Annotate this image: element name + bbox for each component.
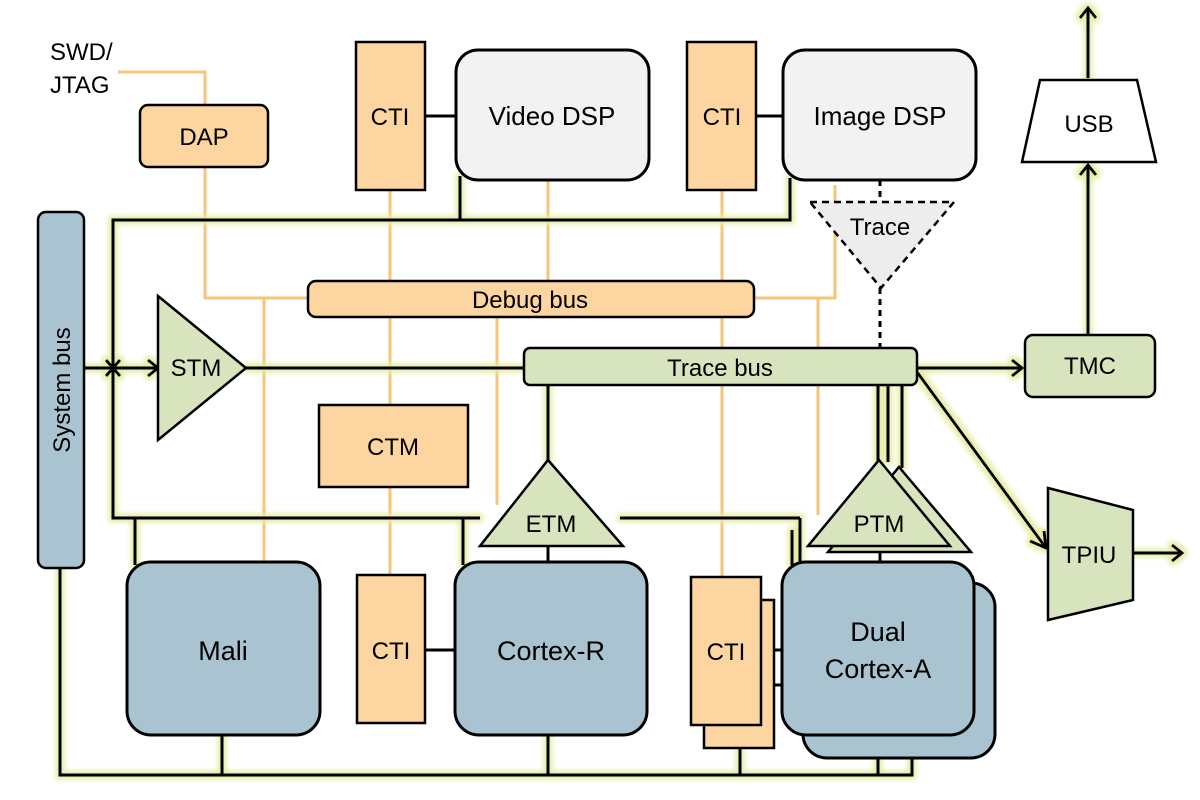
cti-cortex-a-block: CTI — [689, 575, 776, 750]
usb-block: USB — [1020, 78, 1158, 164]
dap-block: DAP — [138, 103, 270, 169]
cortex-r-label: Cortex-R — [497, 636, 605, 666]
system-bus: System bus — [36, 210, 86, 570]
cti-cortex-r-block: CTI — [355, 573, 427, 725]
trace-funnel: Trace — [807, 200, 957, 290]
ptm-label: PTM — [854, 511, 905, 538]
cti-video-label: CTI — [371, 104, 410, 131]
trace-bus: Trace bus — [522, 346, 919, 387]
etm-label: ETM — [526, 511, 577, 538]
cti-image-label: CTI — [703, 104, 742, 131]
debug-bus-label: Debug bus — [472, 287, 588, 314]
swd-label: SWD/ — [50, 39, 113, 66]
video-dsp-label: Video DSP — [489, 101, 616, 131]
trace-bus-label: Trace bus — [667, 355, 773, 382]
mali-block: Mali — [125, 560, 322, 737]
etm-block: ETM — [477, 458, 626, 548]
cortex-r-block: Cortex-R — [453, 560, 649, 737]
ptm-block: PTM — [805, 458, 974, 554]
cti-cortex-r-label: CTI — [372, 638, 411, 665]
tmc-block: TMC — [1023, 333, 1157, 399]
debug-bus: Debug bus — [306, 279, 756, 319]
mali-label: Mali — [198, 636, 248, 666]
video-dsp-block: Video DSP — [454, 48, 651, 182]
usb-label: USB — [1064, 111, 1113, 138]
ctm-block: CTM — [317, 403, 470, 489]
jtag-label: JTAG — [50, 72, 110, 99]
dual-cortex-a-label-line2: Cortex-A — [825, 654, 932, 684]
tmc-label: TMC — [1064, 353, 1116, 380]
tpiu-block: TPIU — [1046, 486, 1135, 622]
image-dsp-label: Image DSP — [814, 101, 947, 131]
system-bus-lines — [58, 5, 1185, 777]
dual-cortex-a-block: Dual Cortex-A — [780, 560, 997, 760]
ctm-label: CTM — [367, 434, 419, 461]
trace-funnel-label: Trace — [850, 214, 910, 241]
cti-image-block: CTI — [685, 40, 758, 192]
dap-label: DAP — [179, 124, 228, 151]
stm-block: STM — [156, 293, 248, 443]
cti-cortex-a-label: CTI — [707, 639, 746, 666]
cti-video-block: CTI — [354, 40, 427, 192]
image-dsp-block: Image DSP — [781, 48, 978, 182]
tpiu-label: TPIU — [1062, 542, 1117, 569]
stm-label: STM — [171, 355, 222, 382]
dual-cortex-a-label-line1: Dual — [850, 617, 906, 647]
system-bus-label: System bus — [49, 327, 76, 452]
